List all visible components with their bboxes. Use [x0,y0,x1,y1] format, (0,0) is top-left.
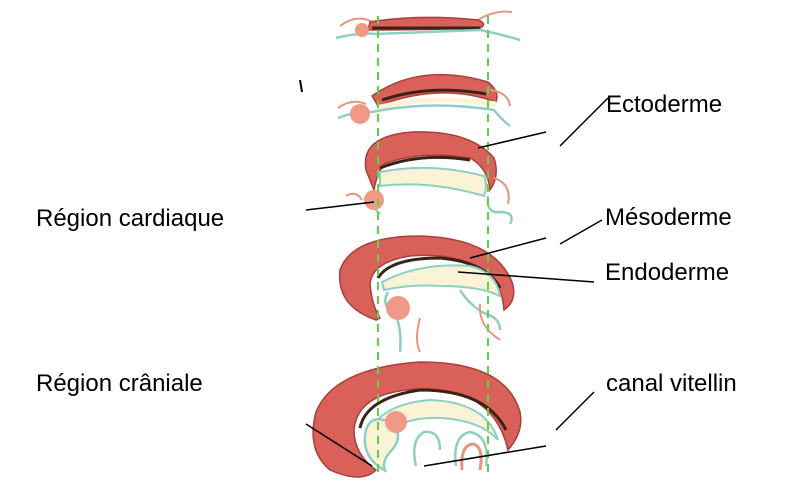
leader-mesoderm [470,220,602,258]
stage-1-heart-primordium [355,23,369,37]
stage-5-final-fold [313,362,521,477]
stage-2-early-fold [338,75,510,126]
leader-ectoderm [478,98,608,148]
stage-4-endoderm [382,265,500,296]
label-cranial-region: Région crâniale [36,370,203,398]
label-vitelline-duct: canal vitellin [606,370,737,398]
stage-5-heart [385,411,407,433]
label-endoderm: Endoderme [605,259,729,287]
stage-1-flat-disc [336,12,520,40]
label-mesoderm: Mésoderme [605,204,732,232]
stage-4-heart [386,296,410,320]
stage-3-heart [364,190,384,210]
label-ectoderm: Ectoderme [606,91,722,119]
stage-5-vitelline-walls [414,432,486,466]
stage-2-heart [350,104,370,124]
stage-3-lower-epithelium [370,192,512,224]
stage-3-endoderm [380,168,486,196]
label-cardiac-region: Région cardiaque [36,205,224,233]
stray-mark [300,80,302,92]
leader-cardiac [306,202,374,210]
